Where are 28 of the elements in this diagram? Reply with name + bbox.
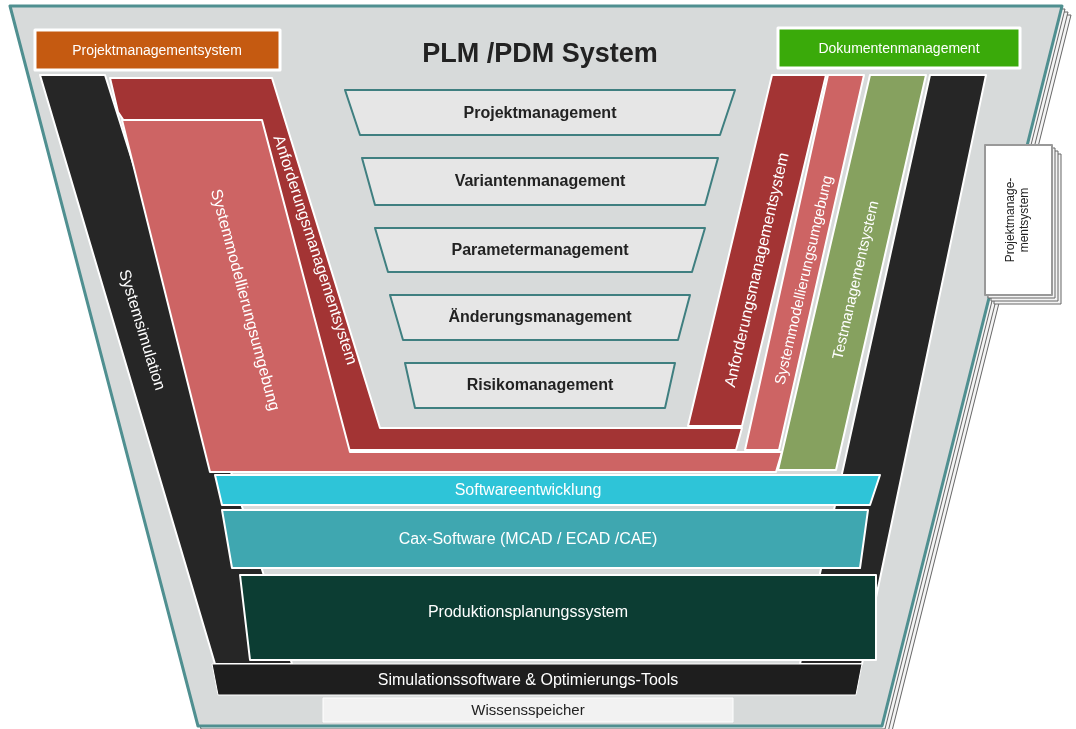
process-trapezoid <box>375 228 705 272</box>
layer-band <box>212 664 862 695</box>
tab-label: Projektmanagementsystem <box>72 41 242 59</box>
layer-label: Simulationssoftware & Optimierungs-Tools <box>377 670 679 690</box>
system-tab <box>778 28 1020 68</box>
process-trapezoid <box>362 158 718 205</box>
layer-label: Produktionsplanungssystem <box>427 602 629 622</box>
process-label: Risikomanagement <box>466 375 614 395</box>
process-trapezoid <box>405 363 675 408</box>
system-tab <box>35 30 280 70</box>
frame-trapezoid <box>10 6 1071 729</box>
side-tab <box>985 145 1061 304</box>
layer-label: Wissensspeicher <box>471 701 585 719</box>
tab-label: Dokumentenmanagement <box>818 39 980 57</box>
process-label: Projektmanagement <box>463 103 617 123</box>
tab-label: Projektmanage- mentsystem <box>1004 176 1032 265</box>
process-trapezoid <box>345 90 735 135</box>
layer-label: Softwareentwicklung <box>454 480 602 500</box>
process-trapezoid <box>390 295 690 340</box>
layer-band <box>240 575 876 660</box>
process-label: Parametermanagement <box>451 240 629 260</box>
layer-label: Cax-Software (MCAD / ECAD /CAE) <box>398 529 658 549</box>
title-text: PLM /PDM System <box>422 38 658 70</box>
process-label: Änderungsmanagement <box>448 307 632 327</box>
layer-band <box>323 698 733 722</box>
layer-band <box>222 510 868 568</box>
process-label: Variantenmanagement <box>454 171 626 191</box>
layer-band <box>215 475 880 505</box>
